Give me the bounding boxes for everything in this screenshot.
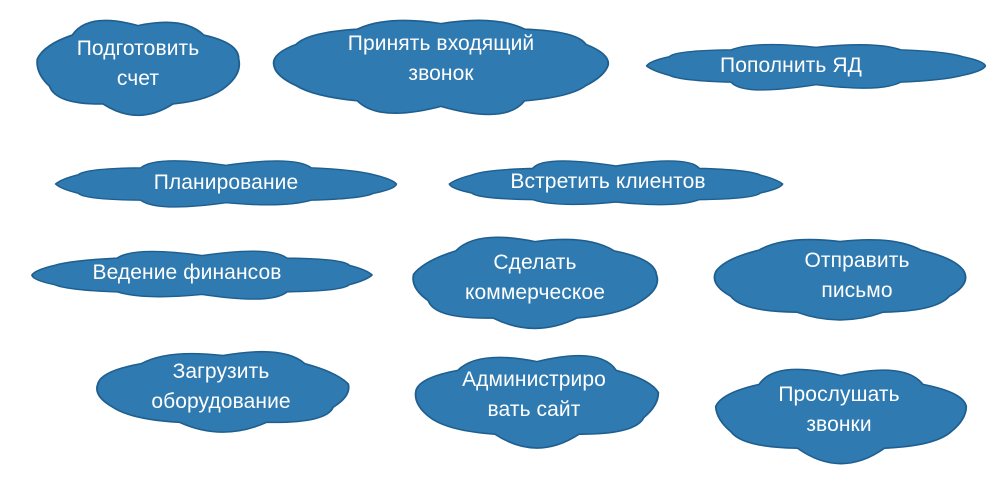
cloud-outline-group [96, 350, 350, 433]
cloud-administer-site: Администриро вать сайт [402, 350, 672, 449]
cloud-outline-group [414, 354, 660, 449]
cloud-make-commercial: Сделать коммерческое [400, 230, 670, 332]
cloud-shape [714, 368, 968, 465]
cloud-outline-group [54, 160, 398, 208]
cloud-outline-group [448, 160, 784, 206]
cloud-outline-group [36, 19, 241, 116]
cloud-outline [54, 160, 398, 208]
cloud-shape [36, 19, 241, 116]
cloud-finance-management: Ведение финансов [22, 246, 382, 304]
cloud-send-letter: Отправить письмо [702, 230, 978, 326]
cloud-outline [448, 160, 784, 206]
cloud-shape [448, 160, 784, 206]
cloud-shape [412, 236, 659, 330]
cloud-load-equipment: Загрузить оборудование [84, 344, 362, 436]
cloud-shape [272, 19, 610, 116]
cloud-shape [31, 250, 373, 300]
cloud-listen-to-calls: Прослушать звонки [702, 364, 980, 465]
cloud-outline-group [714, 368, 968, 465]
cloud-accept-incoming-call: Принять входящий звонок [262, 12, 620, 118]
cloud-outline [36, 19, 241, 116]
cloud-outline-group [412, 236, 659, 330]
cloud-outline [414, 354, 660, 449]
cloud-outline [645, 43, 987, 91]
cloud-outline [412, 236, 659, 330]
cloud-outline [714, 368, 968, 465]
cloud-outline-group [645, 43, 987, 91]
cloud-planning: Планирование [46, 156, 406, 212]
cloud-shape [414, 354, 660, 449]
cloud-shape [96, 350, 350, 433]
cloud-outline [713, 238, 967, 321]
cloud-outline [96, 350, 350, 433]
cloud-shape [713, 238, 967, 321]
cloud-outline [272, 19, 610, 116]
cloud-outline-group [713, 238, 967, 321]
cloud-shape [645, 43, 987, 91]
cloud-outline-group [31, 250, 373, 300]
cloud-top-up-yd: Пополнить ЯД [637, 38, 995, 94]
cloud-prepare-invoice: Подготовить счет [24, 14, 252, 118]
cloud-shape [54, 160, 398, 208]
cloud-outline-group [272, 19, 610, 116]
cloud-outline [31, 250, 373, 300]
cloud-meet-clients: Встретить клиентов [440, 157, 792, 211]
